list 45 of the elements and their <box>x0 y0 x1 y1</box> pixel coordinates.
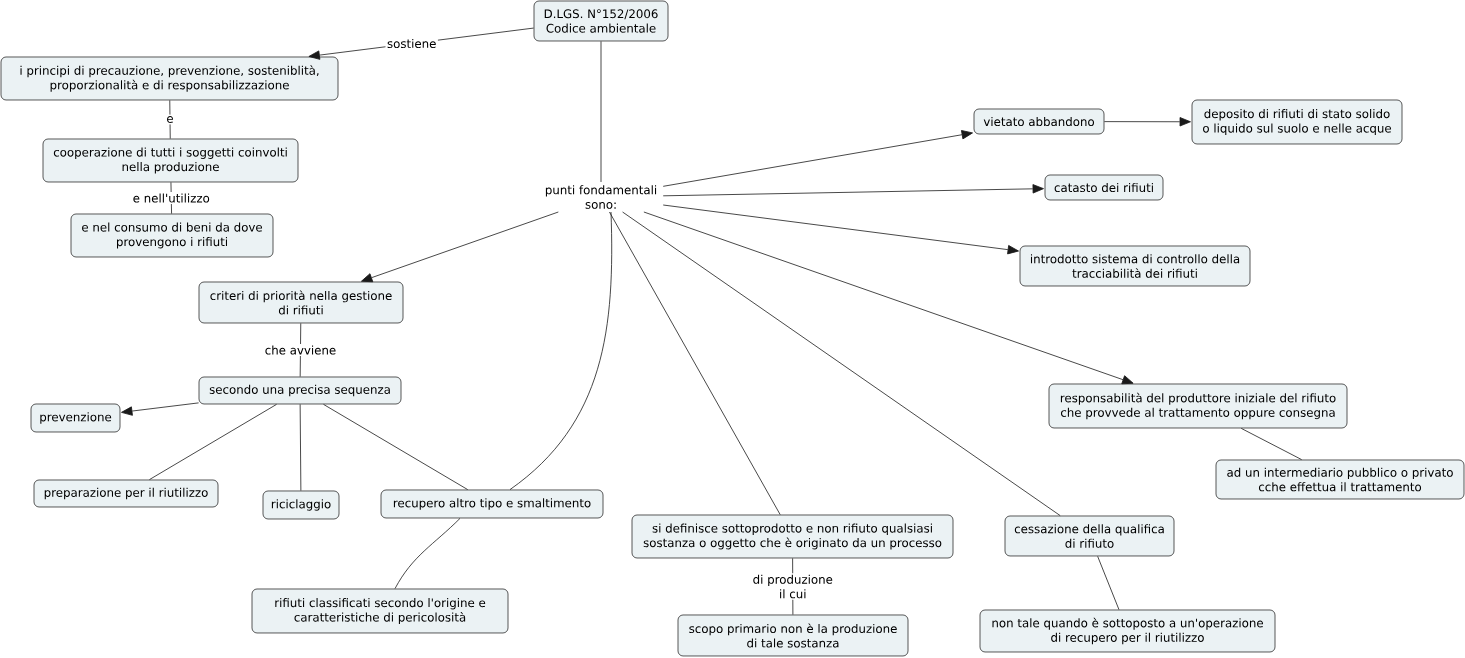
arrow <box>662 130 973 187</box>
arrow <box>361 211 559 283</box>
edge-label: e <box>164 114 176 125</box>
arrow <box>1104 117 1191 127</box>
concept-box: riciclaggio <box>262 490 340 520</box>
arrow <box>643 211 1134 385</box>
edge-label: sostiene <box>385 37 438 50</box>
concept-box: non tale quando è sottoposto a un'operazione di recupero per il riutilizzo <box>979 609 1276 653</box>
concept-box: rifiuti classificati secondo l'origine e caratteristiche di pericolosità <box>251 588 509 634</box>
connector-line <box>169 100 171 139</box>
concept-box: catasto dei rifiuti <box>1044 174 1164 201</box>
connector-line <box>394 518 461 589</box>
connector-line <box>149 404 277 480</box>
arrow <box>121 402 199 416</box>
concept-box: i principi di precauzione, prevenzione, sosteniblità, proporzionalità e di responsabilizzazione <box>0 56 339 101</box>
concept-box: responsabilità del produttore iniziale del rifiuto che provvede al trattamento oppure consegna <box>1048 383 1348 429</box>
concept-box: vietato abbandono <box>973 108 1105 135</box>
connector-line <box>1240 428 1302 460</box>
arrow <box>662 204 1019 255</box>
edge-label: di produzione il cui <box>748 573 838 600</box>
connector-line <box>609 211 781 515</box>
concept-box: prevenzione <box>30 403 121 433</box>
concept-box: si definisce sottoprodotto e non rifiuto qualsiasi sostanza o oggetto che è originato da un processo <box>631 514 954 559</box>
connector-line <box>509 211 613 490</box>
arrow <box>662 184 1044 197</box>
concept-box: criteri di priorità nella gestione di rifiuti <box>198 281 404 324</box>
concept-box: deposito di rifiuti di stato solido o liquido sul suolo e nelle acque <box>1191 99 1403 145</box>
edge-label: che avviene <box>263 343 338 357</box>
concept-box: e nel consumo di beni da dove provengono i rifiuti <box>70 213 274 258</box>
concept-box: scopo primario non è la produzione di tale sostanza <box>677 614 909 657</box>
concept-box: D.LGS. N°152/2006 Codice ambientale <box>533 0 669 42</box>
concept-box: introdotto sistema di controllo della tracciabilità dei rifiuti <box>1019 245 1251 287</box>
connector-line <box>600 41 602 183</box>
concept-box: cooperazione di tutti i soggetti coinvolti nella produzione <box>42 138 299 183</box>
connector-line <box>323 404 469 490</box>
concept-box: recupero altro tipo e smaltimento <box>380 489 604 519</box>
concept-box: secondo una precisa sequenza <box>198 376 402 405</box>
connector-line <box>622 211 1061 516</box>
linking-phrase: punti fondamentali sono: <box>545 185 657 209</box>
edge-label: e nell'utilizzo <box>131 191 212 205</box>
concept-box: ad un intermediario pubblico o privato cche effettua il trattamento <box>1215 459 1465 500</box>
connector-line <box>299 404 302 491</box>
connector-line <box>1097 556 1120 610</box>
concept-box: cessazione della qualifica di rifiuto <box>1004 515 1175 557</box>
concept-box: preparazione per il riutilizzo <box>33 479 219 508</box>
